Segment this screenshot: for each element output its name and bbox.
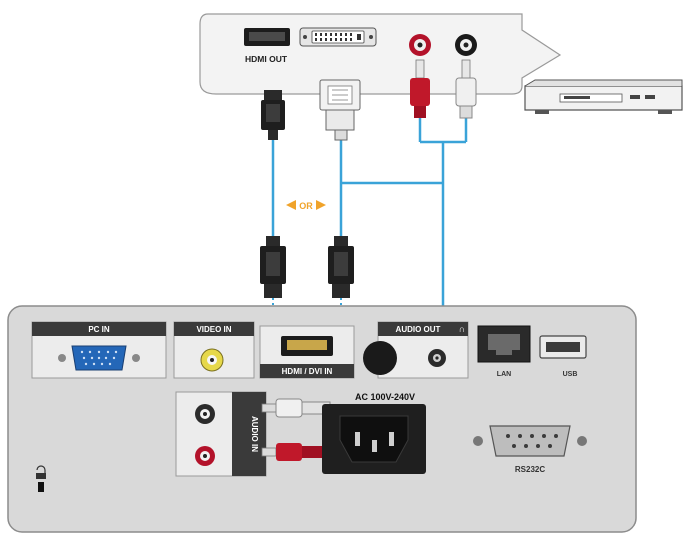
or-label: OR <box>299 201 313 211</box>
rs232c-port: RS232C <box>473 425 587 474</box>
audio-in-white-jack <box>195 404 215 424</box>
hdmi-plug-bottom-right <box>328 236 354 298</box>
hdmi-out-port: HDMI OUT <box>244 28 290 64</box>
usb-port: USB <box>539 335 587 378</box>
hdmi-plug-bottom-left <box>260 236 286 298</box>
kensington-lock-icon <box>36 465 46 492</box>
external-av-device <box>524 79 683 114</box>
audio-out-section: AUDIO OUT ∩ <box>363 321 469 379</box>
rca-white-plug <box>455 59 477 119</box>
vga-port <box>58 345 140 371</box>
rs232c-label: RS232C <box>515 465 545 474</box>
lan-label: LAN <box>497 371 511 378</box>
dvi-out-port <box>299 27 377 47</box>
rca-white-jack <box>455 34 477 56</box>
hdmi-out-label: HDMI OUT <box>245 54 288 64</box>
audio-out-label: AUDIO OUT <box>396 325 441 334</box>
ac-power-section: AC 100V-240V <box>322 392 426 474</box>
rca-red-plug <box>410 59 430 118</box>
audio-in-red-jack <box>195 446 215 466</box>
speaker-grille <box>363 341 397 375</box>
or-indicator: OR <box>286 200 326 211</box>
pc-in-label: PC IN <box>88 325 110 334</box>
dvi-plug-top <box>319 79 361 141</box>
ac-label: AC 100V-240V <box>355 392 415 402</box>
audio-out-jack <box>428 349 446 367</box>
lan-port: LAN <box>477 325 531 378</box>
hdmi-plug-top <box>261 90 285 140</box>
video-in-label: VIDEO IN <box>196 325 231 334</box>
hdmi-dvi-in-label: HDMI / DVI IN <box>282 367 333 376</box>
video-in-jack <box>200 348 224 372</box>
pc-in-section: PC IN <box>31 321 167 379</box>
headphone-icon: ∩ <box>459 324 466 334</box>
audio-in-label: AUDIO IN <box>250 416 259 452</box>
rca-red-jack <box>409 34 431 56</box>
usb-label: USB <box>563 371 578 378</box>
hdmi-dvi-in-section: HDMI / DVI IN <box>259 325 355 379</box>
audio-in-section: AUDIO IN <box>175 391 267 477</box>
video-in-section: VIDEO IN <box>173 321 255 379</box>
hdmi-in-port <box>281 336 333 356</box>
